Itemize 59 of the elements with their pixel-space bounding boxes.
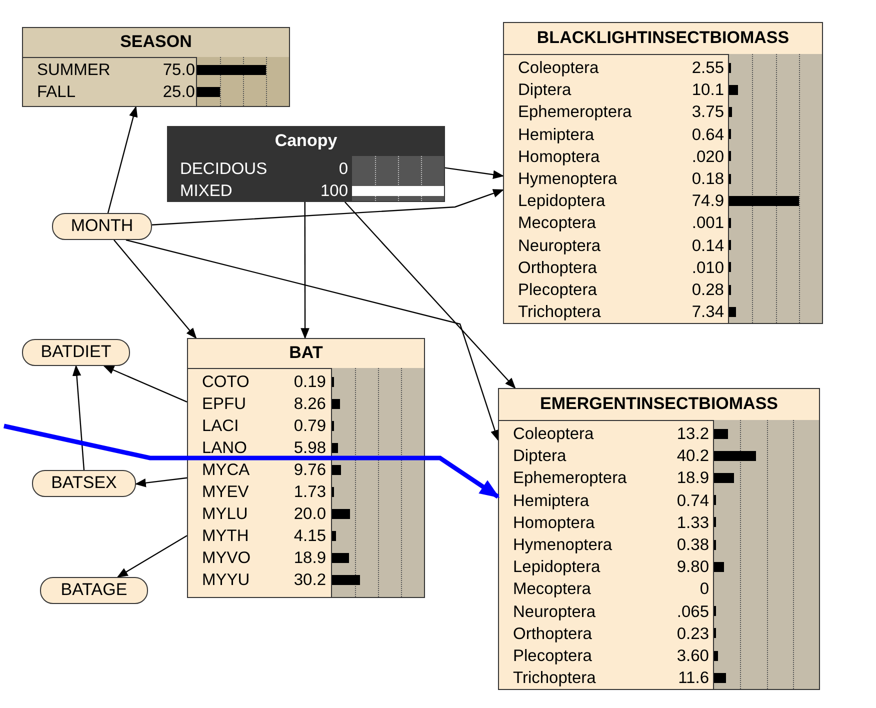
node-box	[503, 22, 823, 324]
arrow	[116, 535, 188, 578]
state-label: Diptera 40.2	[513, 446, 709, 466]
node-pill: BATDIET	[22, 339, 130, 366]
arrow	[134, 477, 188, 488]
arrow	[114, 240, 197, 339]
state-label: Hymenoptera 0.18	[518, 169, 724, 189]
arrow	[300, 202, 310, 340]
state-label: Lepidoptera 74.9	[518, 191, 724, 212]
node-pill: MONTH	[52, 213, 152, 240]
state-label: Trichoptera 7.34	[518, 302, 724, 322]
state-label: Diptera 10.1	[518, 80, 724, 100]
arrow	[344, 202, 516, 389]
state-label: Ephemeroptera 18.9	[513, 468, 709, 488]
state-label: MYCA 9.76	[202, 460, 326, 480]
state-label: Neuroptera .065	[513, 602, 709, 622]
state-label: Mecoptera .001	[518, 213, 724, 234]
arrow	[103, 365, 188, 403]
state-label: Coleoptera 2.55	[518, 58, 724, 78]
arrow	[126, 239, 500, 441]
state-label: SUMMER 75.0	[37, 60, 195, 80]
state-label: MYTH 4.15	[202, 526, 326, 546]
state-label: Lepidoptera 9.80	[513, 557, 709, 578]
state-label: Ephemeroptera 3.75	[518, 102, 724, 122]
node-box	[498, 388, 820, 690]
state-label: Homoptera .020	[518, 146, 724, 167]
state-label: Mecoptera 0	[513, 579, 709, 600]
state-label: LACI 0.79	[202, 416, 326, 436]
node-box	[22, 27, 290, 107]
state-label: EPFU 8.26	[202, 394, 326, 414]
state-label: MYEV 1.73	[202, 482, 326, 502]
state-label: MYYU 30.2	[202, 570, 326, 590]
arrow	[444, 167, 504, 179]
state-label: Plecoptera 0.28	[518, 280, 724, 300]
state-label: Hymenoptera 0.38	[513, 535, 709, 555]
state-label: MIXED 100	[180, 181, 348, 201]
state-label: Hemiptera 0.74	[513, 490, 709, 511]
state-label: Coleoptera 13.2	[513, 424, 709, 444]
state-label: Orthoptera 0.23	[513, 624, 709, 644]
state-label: FALL 25.0	[37, 82, 195, 102]
node-box	[167, 126, 445, 202]
state-label: Homoptera 1.33	[513, 512, 709, 533]
state-label: MYLU 20.0	[202, 504, 326, 524]
arrow	[107, 106, 138, 214]
arrow	[72, 364, 85, 470]
state-label: Orthoptera .010	[518, 258, 724, 278]
state-label: Neuroptera 0.14	[518, 236, 724, 256]
arrow	[4, 424, 500, 499]
node-pill: BATAGE	[40, 577, 148, 604]
arrow	[152, 189, 504, 226]
state-label: Plecoptera 3.60	[513, 646, 709, 666]
state-label: Hemiptera 0.64	[518, 124, 724, 145]
state-label: Trichoptera 11.6	[513, 668, 709, 688]
state-label: COTO 0.19	[202, 372, 326, 392]
node-pill: BATSEX	[32, 470, 136, 497]
state-label: MYVO 18.9	[202, 548, 326, 568]
state-label: LANO 5.98	[202, 438, 326, 458]
node-box	[187, 338, 425, 598]
state-label: DECIDOUS 0	[180, 159, 348, 179]
